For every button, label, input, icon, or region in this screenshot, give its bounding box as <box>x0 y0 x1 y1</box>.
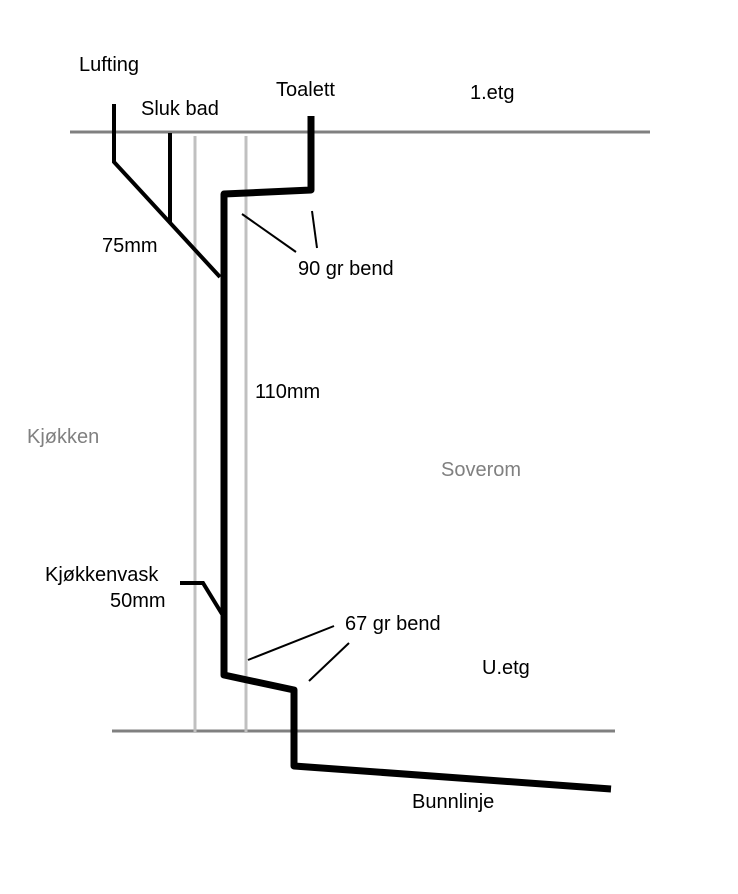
bend90-pointer-right <box>311 210 318 249</box>
room-label-soverom: Soverom <box>441 459 522 481</box>
label-75mm: 75mm <box>102 235 158 257</box>
label-lufting: Lufting <box>79 54 140 76</box>
bend67-pointer-right <box>308 642 350 682</box>
label-110mm: 110mm <box>255 381 321 403</box>
kitchen-sink-pipe <box>180 581 224 616</box>
label-sluk-bad: Sluk bad <box>141 98 219 120</box>
label-1etg: 1.etg <box>470 82 515 104</box>
label-kjokkenvask: Kjøkkenvask <box>45 564 159 586</box>
bend90-pointer-left <box>241 213 297 253</box>
main-stack-pipe <box>220 116 612 793</box>
label-uetg: U.etg <box>482 657 530 679</box>
bend67-pointer-left <box>247 625 335 661</box>
vent-branch-pipe <box>112 104 222 279</box>
label-90-gr-bend: 90 gr bend <box>298 258 394 280</box>
label-50mm: 50mm <box>110 590 166 612</box>
room-label-kjokken: Kjøkken <box>27 426 100 448</box>
label-67-gr-bend: 67 gr bend <box>345 613 441 635</box>
label-toalett: Toalett <box>276 79 335 101</box>
label-bunnlinje: Bunnlinje <box>412 791 495 813</box>
